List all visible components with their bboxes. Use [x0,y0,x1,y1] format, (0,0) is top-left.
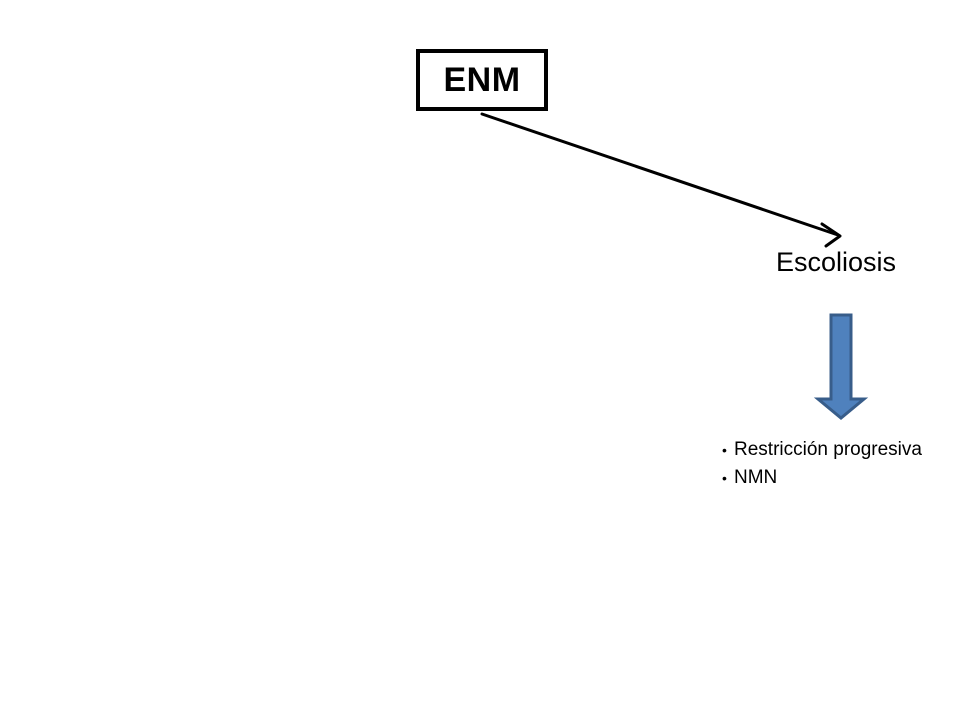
list-item: • NMN [722,464,922,492]
list-item: • Restricción progresiva [722,436,922,464]
enm-to-escoliosis-arrow-head-icon [820,222,842,248]
consequences-list: • Restricción progresiva • NMN [722,436,922,492]
list-item-label: Restricción progresiva [734,439,922,460]
enm-to-escoliosis-arrow-line [480,112,840,237]
enm-node-box: ENM [416,49,548,111]
enm-node-label: ENM [443,60,521,99]
escoliosis-node-label: Escoliosis [776,247,897,277]
list-item-label: NMN [734,467,778,488]
bullet-dot-icon: • [722,442,727,458]
bullet-dot-icon: • [722,470,727,486]
down-arrow-icon [813,313,869,420]
